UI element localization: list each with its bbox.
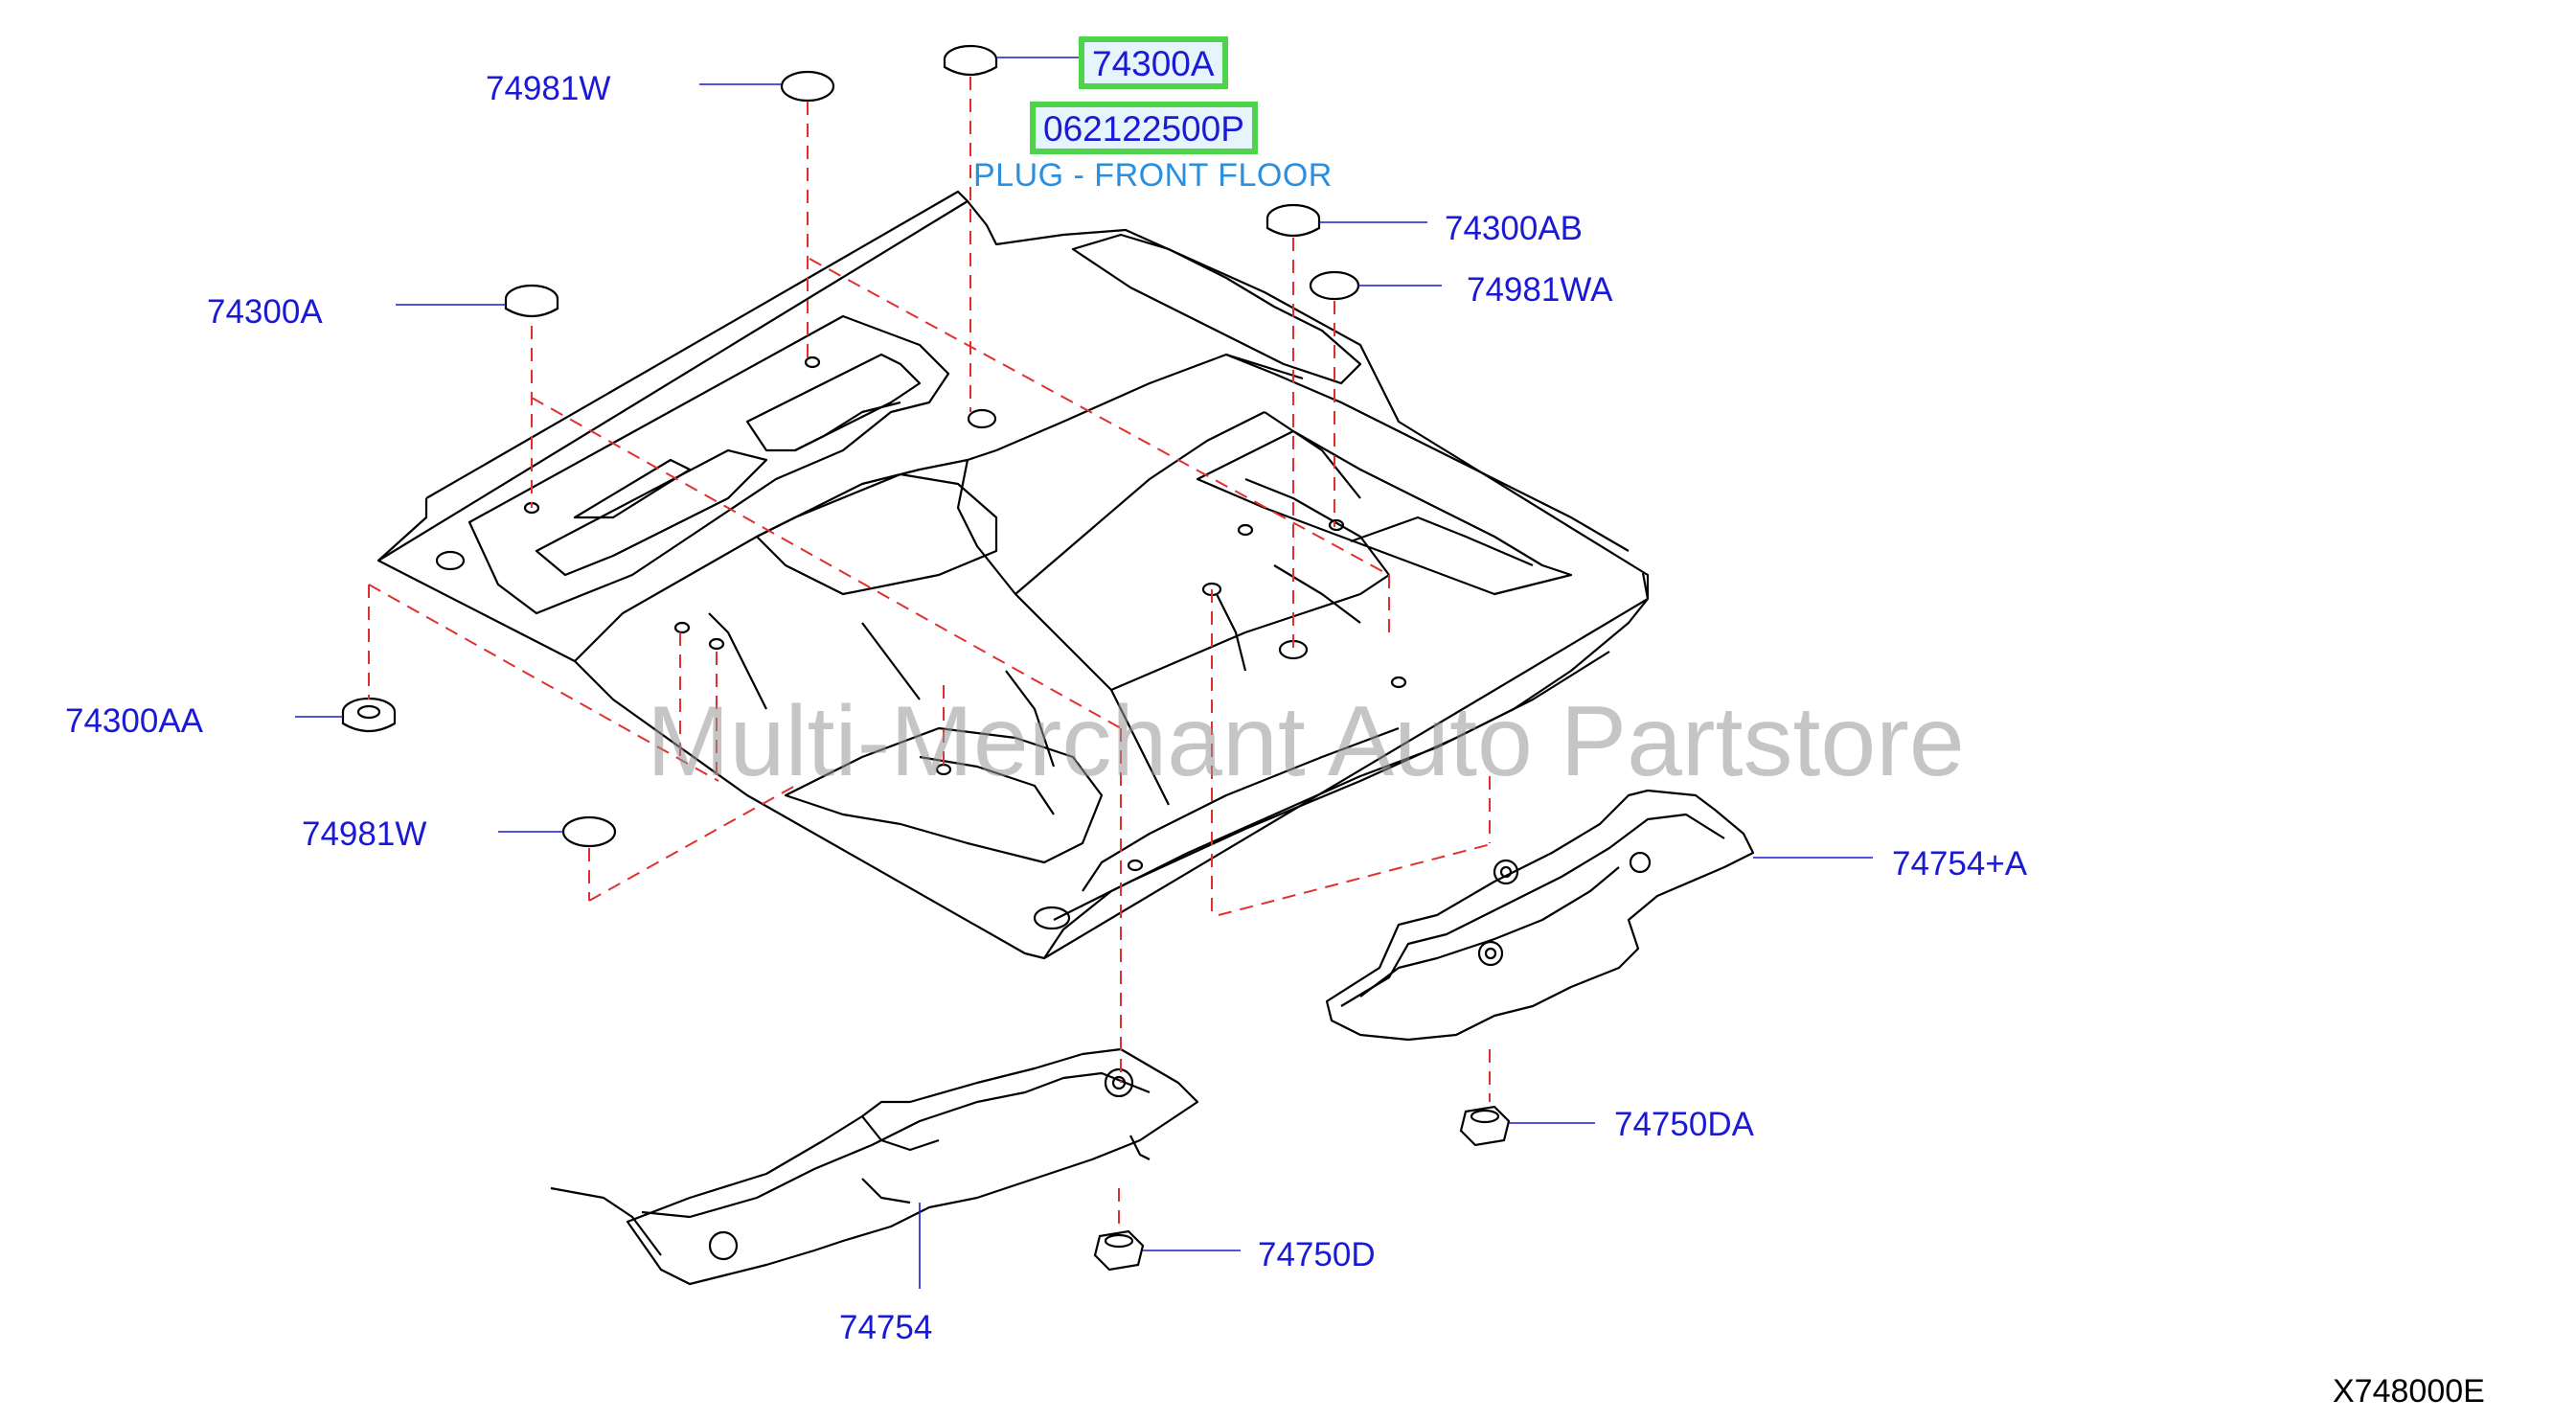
callout-plug-top[interactable]: 74300A	[1079, 36, 1228, 89]
cover-right	[1325, 789, 1755, 1042]
callout-plug-right[interactable]: 74300AB	[1445, 210, 1584, 247]
cover-left	[550, 1047, 1199, 1286]
figure-code: X748000E	[2333, 1373, 2485, 1410]
leader-lines	[295, 57, 1873, 1289]
callout-nut-left[interactable]: 74750D	[1258, 1236, 1376, 1273]
part-description: PLUG - FRONT FLOOR	[973, 157, 1333, 194]
front-floor-panel	[376, 190, 1650, 960]
callout-grommet-left-top[interactable]: 74981W	[486, 70, 611, 107]
small-parts	[341, 44, 1511, 1272]
dashed-guides	[368, 77, 1495, 1227]
callout-grommet-right[interactable]: 74981WA	[1467, 271, 1613, 309]
callout-nut-right[interactable]: 74750DA	[1614, 1106, 1754, 1143]
callout-cover-left[interactable]: 74754	[839, 1309, 933, 1346]
callout-cover-right[interactable]: 74754+A	[1892, 845, 2028, 883]
callout-plug-left[interactable]: 74300A	[207, 293, 323, 331]
part-number-label[interactable]: 062122500P	[1030, 102, 1258, 154]
watermark: Multi-Merchant Auto Partstore	[647, 686, 1965, 797]
callout-grommet-left-low[interactable]: 74981W	[302, 815, 427, 853]
callout-plug-left-low[interactable]: 74300AA	[65, 702, 204, 740]
